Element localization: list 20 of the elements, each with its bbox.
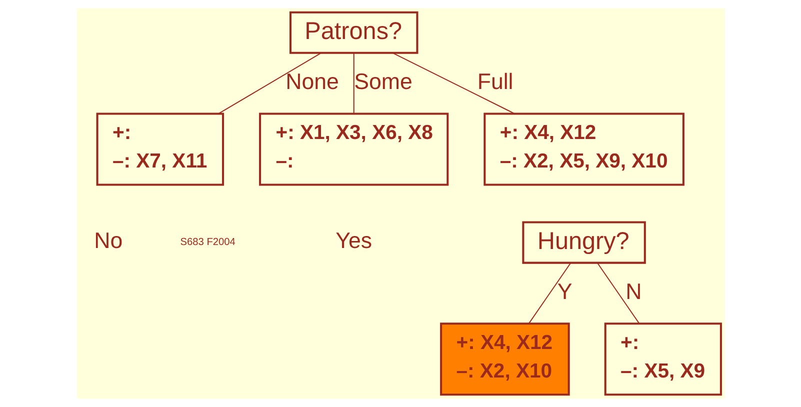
edge-label: Y — [556, 278, 572, 304]
node-label: No — [94, 228, 122, 254]
node-box: +: X4, X12 –: X2, X5, X9, X10 — [483, 112, 684, 186]
node-box: +: –: X7, X11 — [96, 112, 224, 186]
connector — [392, 52, 514, 114]
label: S683 F2004 — [180, 237, 235, 248]
node-box: +: X1, X3, X6, X8 –: — [258, 112, 448, 186]
connector — [218, 52, 321, 114]
node-box: Patrons? — [288, 11, 418, 54]
edge-label: N — [625, 278, 642, 304]
node-box: +: X4, X12 –: X2, X10 — [440, 322, 570, 396]
edge-label: Some — [354, 69, 412, 94]
connector — [596, 262, 639, 324]
node-label: Yes — [335, 228, 372, 254]
edge-label: Full — [476, 69, 513, 94]
node-box: +: –: X5, X9 — [604, 322, 722, 396]
connector — [528, 262, 571, 324]
connector — [352, 53, 354, 114]
node-box: Hungry? — [522, 221, 646, 264]
edge-label: None — [285, 69, 338, 94]
